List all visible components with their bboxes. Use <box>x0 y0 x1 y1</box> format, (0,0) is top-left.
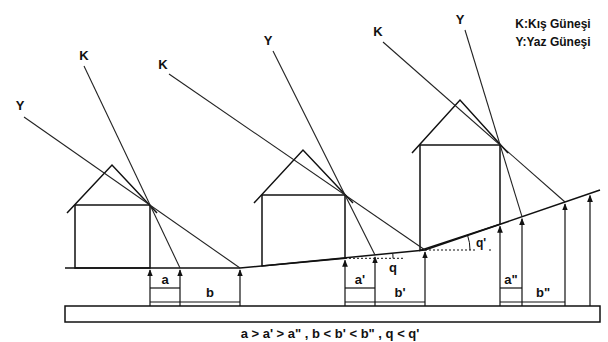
house-ceiling <box>75 204 150 206</box>
sun-label: Y <box>455 12 466 27</box>
sun-label: Y <box>15 98 26 113</box>
dimension-line <box>150 301 240 302</box>
sun-label: K <box>372 24 383 39</box>
sun-ray <box>273 51 375 255</box>
house-ceiling <box>420 144 500 146</box>
sun-label: Y <box>263 33 274 48</box>
height-arrow <box>239 270 240 306</box>
dimension-label: b <box>205 285 215 300</box>
dimension-line <box>500 287 522 288</box>
dimension-label: a <box>160 272 169 287</box>
legend-text: Y:Yaz Güneşi <box>514 35 591 50</box>
legend-text: K:Kış Güneşi <box>514 17 591 32</box>
height-arrow <box>521 219 522 306</box>
dimension-line <box>150 287 180 288</box>
sun-ray <box>84 66 180 268</box>
dimension-label: b" <box>535 285 551 300</box>
base-plate <box>65 306 600 322</box>
dimension-line <box>345 301 425 302</box>
sun-ray <box>465 30 522 217</box>
house-roof <box>412 100 508 153</box>
dimension-label: a" <box>503 272 518 287</box>
sun-label: K <box>78 48 89 63</box>
angle-label: q <box>388 260 398 275</box>
height-arrow <box>589 195 590 306</box>
sun-ray <box>383 42 565 202</box>
angle-arc <box>392 254 393 259</box>
caption-text: a > a' > a" , b < b' < b" , q < q' <box>240 326 421 341</box>
height-arrow <box>374 257 375 306</box>
sun-ray <box>24 117 240 268</box>
sun-ray <box>169 74 425 250</box>
height-arrow <box>499 226 500 306</box>
dimension-label: b' <box>393 285 406 300</box>
house-wall <box>262 195 345 266</box>
house-roof <box>254 150 353 203</box>
height-arrow <box>424 252 425 306</box>
angle-label: q' <box>475 236 487 251</box>
dimension-line <box>500 301 565 302</box>
house-wall <box>75 205 150 268</box>
dimension-line <box>345 287 375 288</box>
angle-arc <box>468 235 470 250</box>
house-ceiling <box>262 194 345 196</box>
height-arrow <box>564 204 565 306</box>
sun-label: K <box>157 57 168 72</box>
house-roof <box>67 165 157 213</box>
house-wall <box>420 145 500 251</box>
height-arrow <box>344 260 345 306</box>
dimension-label: a' <box>354 272 366 287</box>
